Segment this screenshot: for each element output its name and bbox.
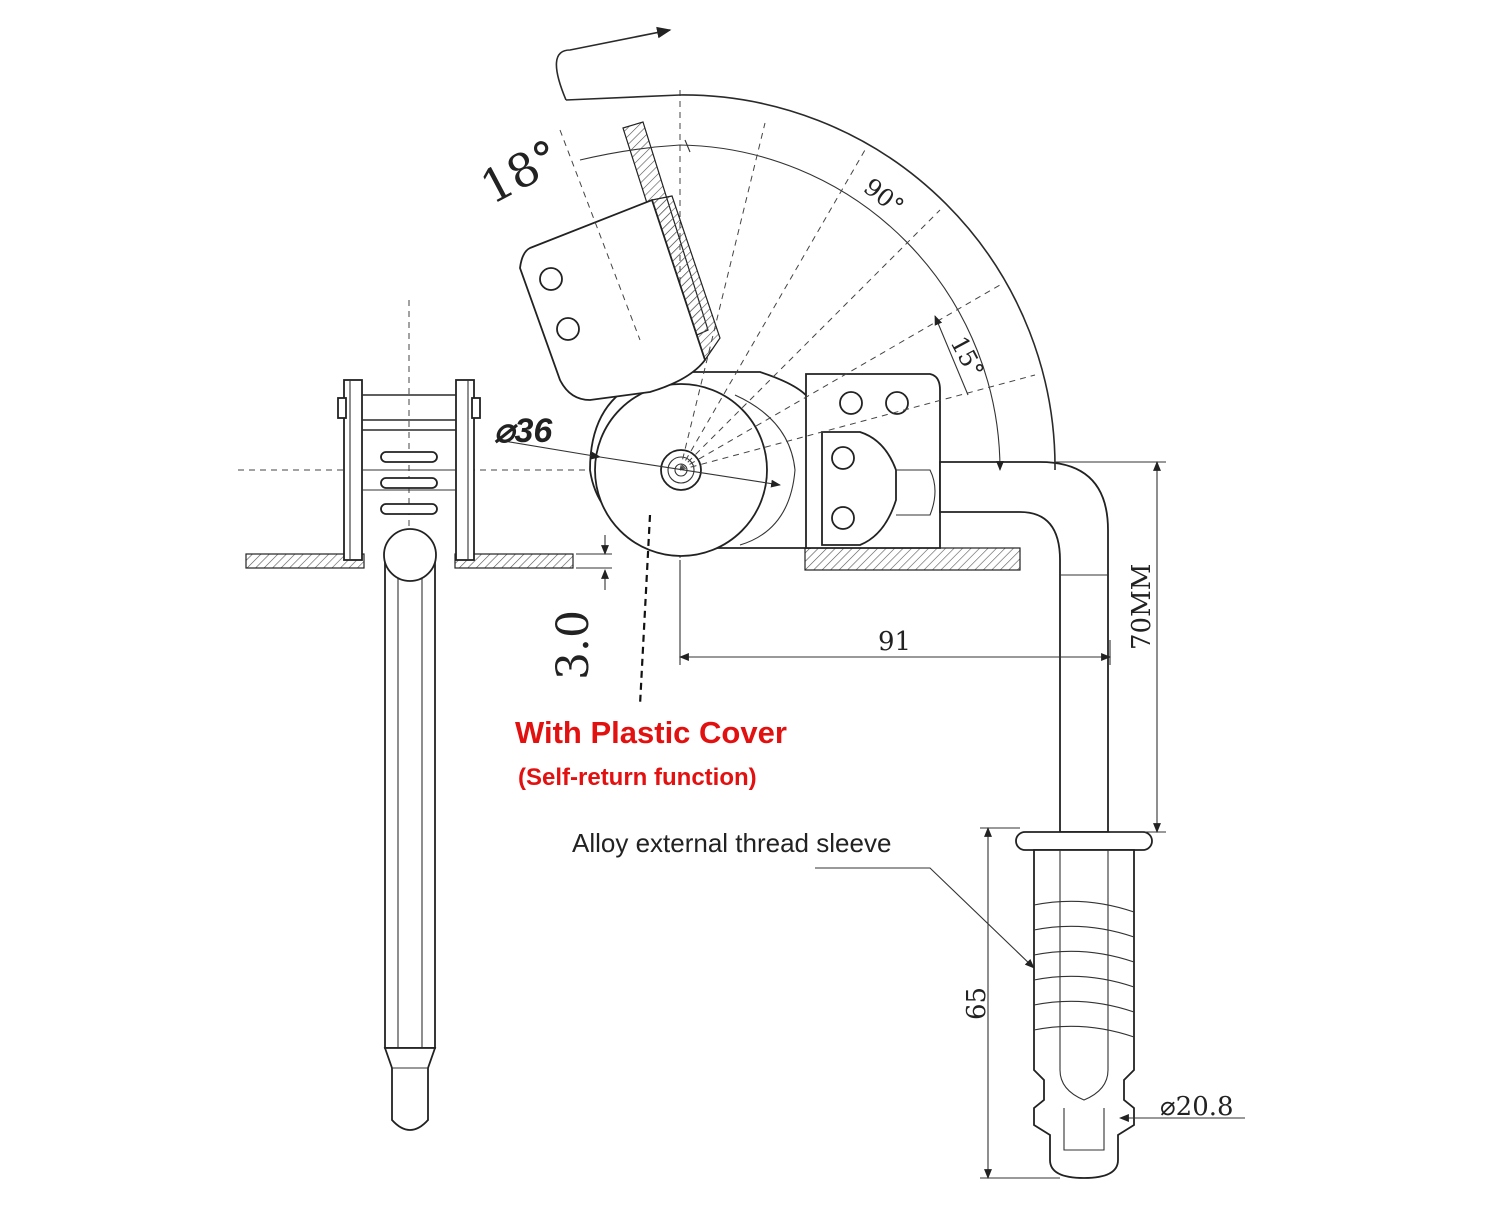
left-pin bbox=[383, 528, 437, 1131]
diameter-20-8-label: ⌀20.8 bbox=[1160, 1092, 1234, 1122]
thread-sleeve-label: Alloy external thread sleeve bbox=[572, 828, 891, 858]
hole bbox=[885, 391, 909, 415]
rotation-arcs bbox=[555, 26, 1056, 471]
angle-90-label: 90° bbox=[858, 173, 909, 221]
thread-sleeve bbox=[1015, 831, 1153, 1179]
hole bbox=[556, 317, 580, 341]
dimension-lines bbox=[497, 439, 1245, 1179]
length-91-label: 91 bbox=[878, 627, 911, 657]
right-bracket bbox=[805, 373, 941, 549]
self-return-label: (Self-return function) bbox=[518, 764, 757, 791]
left-hinge-brackets bbox=[337, 379, 481, 561]
thread-coils bbox=[1033, 900, 1135, 1038]
plastic-cover-label: With Plastic Cover bbox=[515, 715, 787, 750]
diameter-36-label: ⌀36 bbox=[494, 412, 553, 450]
right-base-plate bbox=[804, 547, 1021, 571]
hole bbox=[539, 267, 563, 291]
hole bbox=[831, 506, 855, 530]
angle-15-label: 15° bbox=[945, 332, 990, 383]
bent-pin bbox=[939, 461, 1109, 833]
height-70-label: 70MM bbox=[1127, 564, 1157, 650]
hole bbox=[839, 391, 863, 415]
gap-3-label: 3.0 bbox=[548, 610, 599, 680]
hole bbox=[831, 446, 855, 470]
lifted-flap bbox=[519, 121, 721, 401]
left-base-plate bbox=[245, 553, 574, 569]
length-65-label: 65 bbox=[962, 987, 992, 1020]
angle-18-label: 18° bbox=[472, 129, 569, 215]
